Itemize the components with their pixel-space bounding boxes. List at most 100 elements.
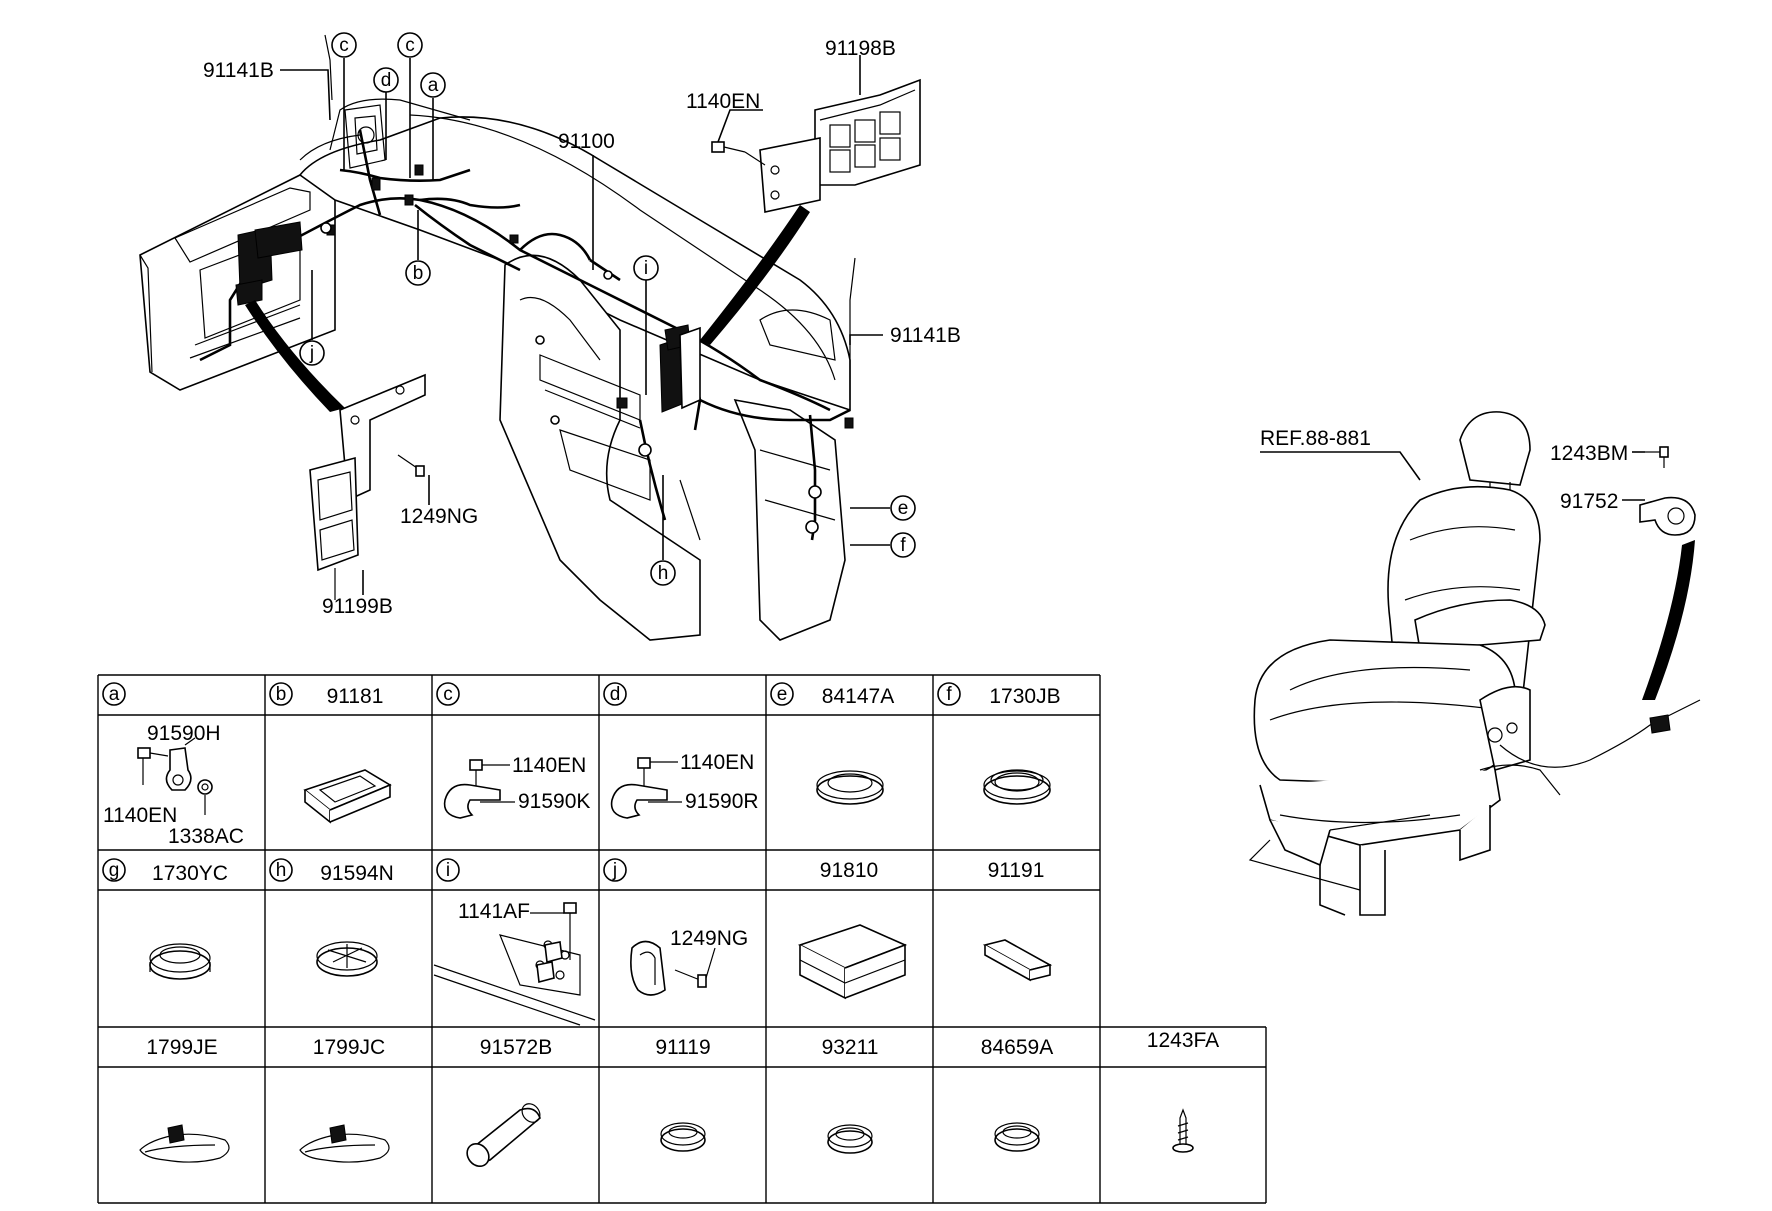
cell-84659A-grommet-icon [994,1122,1040,1152]
cell-d-parts: 1140EN 91590R [610,751,759,819]
svg-text:91590R: 91590R [685,790,759,813]
cell-g-grommet-icon [149,943,211,980]
table-header-91572B: 91572B [480,1036,552,1059]
svg-text:c: c [443,684,453,705]
svg-text:d: d [610,684,621,705]
svg-text:j: j [612,860,617,881]
svg-text:1140EN: 1140EN [103,804,177,827]
cell-j-parts: 1249NG [630,927,748,996]
table-header-h: h 91594N [269,858,394,885]
label-1249NG: 1249NG [400,505,478,528]
letter-callout-j: j [299,340,325,366]
svg-text:1140EN: 1140EN [680,751,754,774]
table-header-f: f 1730JB [937,682,1061,708]
svg-text:1338AC: 1338AC [168,825,244,848]
table-header-1799JE: 1799JE [146,1036,217,1059]
svg-text:b: b [276,684,287,705]
table-header-91810: 91810 [820,859,878,882]
cell-f-grommet-icon [983,769,1051,805]
svg-text:91181: 91181 [327,685,384,708]
parts-table [97,674,1267,1204]
cell-91572B-tube-icon [466,1103,541,1168]
label-91752: 91752 [1560,490,1618,513]
svg-text:i: i [446,860,450,881]
letter-callout-a: a [420,72,446,98]
label-1140EN-top: 1140EN [686,90,760,113]
cell-h-grommet-icon [316,941,378,977]
label-91141B-left: 91141B [203,59,274,82]
cell-c-parts: 1140EN 91590K [443,754,590,819]
letter-callout-c1: c [331,32,357,58]
svg-text:a: a [428,75,439,96]
leader-lines [280,55,1645,595]
letter-callout-i: i [633,255,659,281]
svg-text:f: f [946,684,952,705]
svg-text:j: j [309,343,314,364]
table-header-i: i [436,858,460,882]
cell-91119-grommet-icon [660,1122,706,1152]
table-header-93211: 93211 [822,1036,879,1059]
table-header-e: e 84147A [770,682,894,708]
svg-text:1730JB: 1730JB [989,685,1060,708]
svg-text:h: h [658,563,669,584]
cell-a-parts: 91590H 1140EN 1338AC [103,722,244,848]
svg-text:i: i [644,258,648,279]
svg-text:h: h [276,860,287,881]
letter-callout-e: e [890,495,916,521]
svg-text:84147A: 84147A [822,685,894,708]
bracket-91199B [309,373,426,600]
svg-text:1249NG: 1249NG [670,927,748,950]
table-header-91191: 91191 [988,859,1045,882]
table-header-1799JC: 1799JC [313,1036,385,1059]
table-header-j: j [603,858,627,882]
table-header-1243FA: 1243FA [1147,1029,1219,1052]
table-header-84659A: 84659A [981,1036,1053,1059]
label-91100: 91100 [558,130,615,153]
cell-b-connector-icon [303,769,392,824]
svg-text:e: e [898,498,909,519]
label-91199B: 91199B [322,595,393,618]
letter-callout-d: d [373,67,399,93]
svg-text:1141AF: 1141AF [458,900,530,923]
letter-callout-b: b [405,260,431,286]
svg-text:91590H: 91590H [147,722,221,745]
svg-text:c: c [339,35,349,56]
svg-text:b: b [413,263,424,284]
svg-text:c: c [405,35,415,56]
svg-text:1730YC: 1730YC [152,862,228,885]
table-header-c: c [436,682,460,706]
table-header-91119: 91119 [655,1036,710,1059]
bolt-icon [711,141,766,166]
table-header-a: a [102,682,126,706]
cell-1243FA-screw-icon [1172,1108,1194,1153]
svg-text:91590K: 91590K [518,790,590,813]
svg-text:91594N: 91594N [320,862,394,885]
label-91198B: 91198B [825,37,896,60]
letter-callout-f: f [890,532,916,558]
table-header-b: b 91181 [269,682,384,708]
cell-91191-connector-icon [982,939,1053,982]
cell-91810-box-icon [797,924,908,1000]
cell-i-parts: 1141AF [433,900,596,1026]
cell-1799JE-cable-tie-icon [139,1124,230,1163]
dashboard-assembly [139,34,856,641]
svg-text:g: g [109,860,120,881]
label-1243BM: 1243BM [1550,442,1628,465]
cell-e-grommet-icon [816,770,884,805]
junction-box-91198B [759,78,921,213]
label-91141B-right: 91141B [890,324,961,347]
letter-callout-c2: c [397,32,423,58]
table-header-g: g 1730YC [102,858,228,885]
svg-text:e: e [777,684,788,705]
label-ref-88-881: REF.88-881 [1260,427,1371,450]
svg-text:f: f [900,535,906,556]
cell-93211-grommet-icon [827,1124,873,1154]
cell-1799JC-cable-tie-icon [299,1124,390,1163]
svg-text:d: d [381,70,392,91]
letter-callout-h: h [650,560,676,586]
table-header-d: d [603,682,627,706]
svg-text:1140EN: 1140EN [512,754,586,777]
seat-assembly [1248,411,1701,916]
svg-text:a: a [109,684,120,705]
